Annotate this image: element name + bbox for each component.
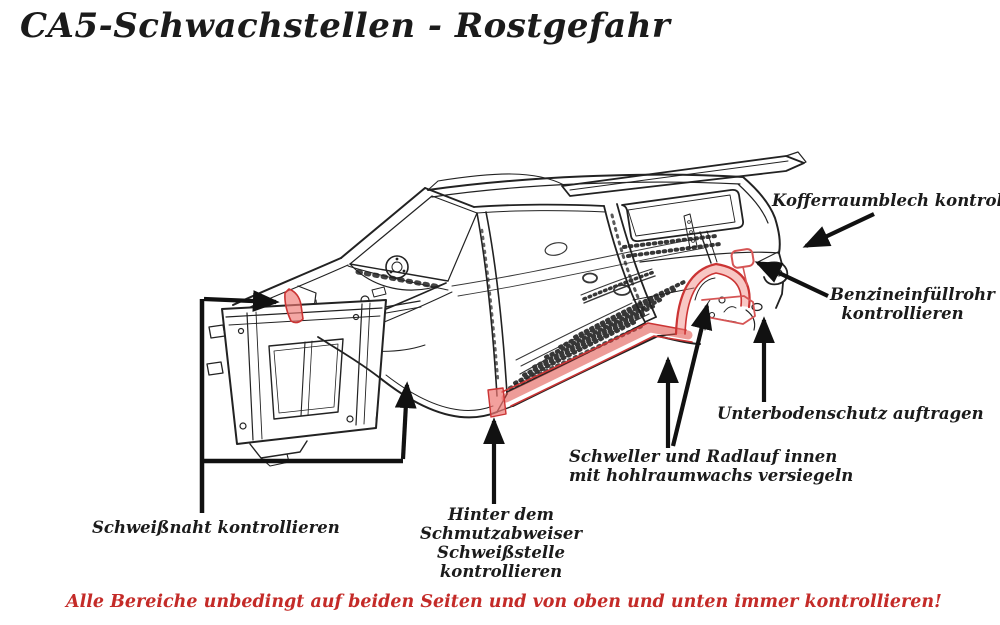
- arrow-schweissnaht-to-weld-seam: [203, 290, 280, 312]
- front-wheel-arch: [317, 336, 498, 421]
- highlight-rear-wheel-arch: [674, 262, 751, 336]
- label-schmutzabweiser-line1: Hinter dem Schmutzabweiser: [419, 505, 583, 543]
- hinge-pillar: [476, 211, 508, 397]
- label-benzineinfuellrohr-line2: kontrollieren: [841, 304, 964, 323]
- floor-pan: [451, 234, 722, 385]
- highlight-sill: [501, 322, 693, 407]
- label-unterbodenschutz: Unterbodenschutz auftragen: [717, 404, 984, 423]
- highlight-rear-valance: [701, 295, 756, 325]
- arrow-schweissnaht-to-front-arch: [394, 381, 417, 460]
- label-benzineinfuellrohr: Benzineinfüllrohr kontrollieren: [830, 285, 995, 323]
- label-schmutzabweiser-line2: Schweißstelle kontrollieren: [437, 543, 565, 581]
- label-schmutzabweiser: Hinter dem Schmutzabweiser Schweißstelle…: [387, 505, 615, 581]
- arrow-schweller-radlauf: [670, 302, 713, 447]
- label-kofferraumblech: Kofferraumblech kontrollieren: [772, 191, 1000, 210]
- rust-highlights: [284, 248, 756, 418]
- windshield-aperture: [340, 187, 478, 282]
- front-panel: [206, 299, 387, 467]
- highlight-splash-guard-spot: [487, 387, 507, 418]
- label-schweller: Schweller und Radlauf innen mit hohlraum…: [569, 447, 853, 485]
- label-schweissnaht: Schweißnaht kontrollieren: [92, 518, 340, 537]
- highlight-weld-seam: [284, 288, 304, 324]
- page-title: CA5-Schwachstellen - Rostgefahr: [20, 6, 671, 46]
- label-benzineinfuellrohr-line1: Benzineinfüllrohr: [830, 285, 995, 304]
- footer-warning: Alle Bereiche unbedingt auf beiden Seite…: [66, 592, 942, 612]
- label-schweller-line1: Schweller und Radlauf innen: [569, 447, 838, 466]
- arrow-kofferraumblech: [802, 212, 875, 248]
- arrow-benzineinfuellrohr: [754, 261, 829, 298]
- label-schweller-line2: mit hohlraumwachs versiegeln: [569, 466, 854, 485]
- callout-bracket-schweissnaht: [199, 299, 403, 513]
- highlight-fuel-filler: [730, 248, 755, 286]
- callout-arrows: [199, 212, 875, 513]
